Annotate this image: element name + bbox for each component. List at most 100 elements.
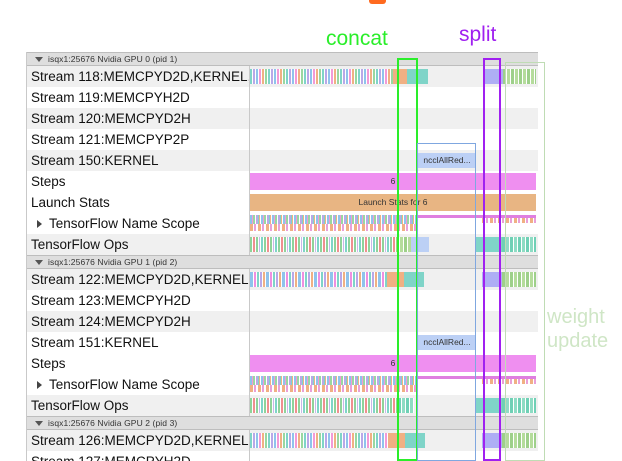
track-lane[interactable] bbox=[250, 66, 538, 87]
track-row-steps[interactable]: Steps 6 bbox=[27, 171, 538, 192]
group-header-gpu1[interactable]: isqx1:25676 Nvidia GPU 1 (pid 2) bbox=[27, 255, 538, 269]
track-lane[interactable]: Launch Stats for 6 bbox=[250, 192, 538, 213]
chevron-down-icon[interactable] bbox=[35, 420, 43, 426]
trace-viewer-panel[interactable]: isqx1:25676 Nvidia GPU 0 (pid 1) Stream … bbox=[26, 52, 538, 461]
chevron-down-icon[interactable] bbox=[35, 56, 43, 62]
track-row[interactable]: Stream 119:MEMCPYH2D bbox=[27, 87, 538, 108]
track-lane[interactable] bbox=[250, 129, 538, 150]
group-header-label: isqx1:25676 Nvidia GPU 0 (pid 1) bbox=[48, 54, 178, 64]
event-block-dense[interactable] bbox=[250, 433, 390, 448]
track-label[interactable]: TensorFlow Name Scope bbox=[27, 213, 250, 234]
event-block[interactable] bbox=[404, 272, 424, 287]
track-row[interactable]: Stream 124:MEMCPYD2H bbox=[27, 311, 538, 332]
track-lane[interactable]: 6 bbox=[250, 171, 538, 192]
event-block[interactable] bbox=[390, 433, 405, 448]
step-bar-label: 6 bbox=[390, 358, 396, 368]
track-row-tensorflow-ops[interactable]: TensorFlow Ops bbox=[27, 234, 538, 255]
track-label: Stream 151:KERNEL bbox=[27, 332, 250, 353]
event-block[interactable] bbox=[411, 237, 429, 252]
event-block-dense[interactable] bbox=[502, 398, 536, 413]
event-block-ncclallreduce[interactable] bbox=[418, 153, 476, 168]
chevron-down-icon[interactable] bbox=[35, 259, 43, 265]
event-block-dense[interactable] bbox=[502, 272, 536, 287]
track-row[interactable]: Stream 121:MEMCPYP2P bbox=[27, 129, 538, 150]
track-lane[interactable]: 6 bbox=[250, 353, 538, 374]
event-block-ncclallreduce[interactable] bbox=[418, 335, 476, 350]
track-lane[interactable] bbox=[250, 290, 538, 311]
track-label: Stream 120:MEMCPYD2H bbox=[27, 108, 250, 129]
event-block[interactable] bbox=[418, 376, 536, 379]
event-block-dense[interactable] bbox=[250, 385, 418, 392]
track-row[interactable]: Stream 150:KERNEL ncclAllRed... bbox=[27, 150, 538, 171]
launch-stats-bar-label: Launch Stats for 6 bbox=[358, 197, 428, 207]
track-label: Stream 121:MEMCPYP2P bbox=[27, 129, 250, 150]
event-block-dense[interactable] bbox=[250, 215, 418, 224]
track-row[interactable]: Stream 123:MEMCPYH2D bbox=[27, 290, 538, 311]
event-block-dense[interactable] bbox=[396, 237, 411, 252]
event-block-dense[interactable] bbox=[482, 379, 536, 384]
chevron-right-icon[interactable] bbox=[37, 220, 42, 228]
track-label-text: TensorFlow Name Scope bbox=[49, 216, 200, 231]
track-label[interactable]: TensorFlow Name Scope bbox=[27, 374, 250, 395]
track-lane[interactable] bbox=[250, 430, 538, 451]
track-lane[interactable] bbox=[250, 213, 538, 234]
event-block-dense[interactable] bbox=[250, 237, 396, 252]
event-block[interactable] bbox=[418, 215, 536, 218]
clipped-orange-marker bbox=[369, 0, 386, 4]
track-label-text: TensorFlow Name Scope bbox=[49, 377, 200, 392]
event-block-dense[interactable] bbox=[482, 218, 536, 223]
event-block-dense[interactable] bbox=[503, 69, 536, 84]
track-row-steps[interactable]: Steps 6 bbox=[27, 353, 538, 374]
event-block-dense[interactable] bbox=[398, 398, 414, 413]
track-lane[interactable] bbox=[250, 311, 538, 332]
track-lane[interactable]: ncclAllRed... bbox=[250, 332, 538, 353]
track-row[interactable]: Stream 126:MEMCPYD2D,KERNEL,MI bbox=[27, 430, 538, 451]
launch-stats-bar[interactable] bbox=[250, 194, 536, 211]
track-row-launch-stats[interactable]: Launch Stats Launch Stats for 6 bbox=[27, 192, 538, 213]
track-row[interactable]: Stream 127:MEMCPYH2D bbox=[27, 451, 538, 461]
event-block-dense[interactable] bbox=[250, 272, 387, 287]
event-block-dense[interactable] bbox=[502, 433, 536, 448]
step-bar[interactable] bbox=[250, 173, 536, 190]
track-lane[interactable] bbox=[250, 451, 538, 461]
annotation-split: split bbox=[459, 23, 497, 46]
event-block[interactable] bbox=[407, 69, 428, 84]
track-lane[interactable] bbox=[250, 108, 538, 129]
track-lane[interactable] bbox=[250, 87, 538, 108]
track-row[interactable]: Stream 118:MEMCPYD2D,KERNEL,ME bbox=[27, 66, 538, 87]
event-block-label: ncclAllRed... bbox=[423, 155, 471, 165]
event-block-dense[interactable] bbox=[250, 376, 418, 385]
track-row[interactable]: Stream 151:KERNEL ncclAllRed... bbox=[27, 332, 538, 353]
track-row-name-scope[interactable]: TensorFlow Name Scope bbox=[27, 213, 538, 234]
event-block[interactable] bbox=[482, 272, 502, 287]
event-block[interactable] bbox=[393, 69, 407, 84]
track-label: Stream 124:MEMCPYD2H bbox=[27, 311, 250, 332]
track-row-name-scope[interactable]: TensorFlow Name Scope bbox=[27, 374, 538, 395]
event-block[interactable] bbox=[405, 433, 425, 448]
track-row[interactable]: Stream 120:MEMCPYD2H bbox=[27, 108, 538, 129]
group-header-gpu2[interactable]: isqx1:25676 Nvidia GPU 2 (pid 3) bbox=[27, 416, 538, 430]
step-bar[interactable] bbox=[250, 355, 536, 372]
event-block-dense[interactable] bbox=[250, 224, 418, 231]
event-block-dense[interactable] bbox=[502, 237, 536, 252]
track-label: TensorFlow Ops bbox=[27, 234, 250, 255]
track-lane[interactable] bbox=[250, 234, 538, 255]
annotation-weight-update: weight update bbox=[547, 305, 622, 353]
track-lane[interactable] bbox=[250, 374, 538, 395]
track-row-tensorflow-ops[interactable]: TensorFlow Ops bbox=[27, 395, 538, 416]
track-lane[interactable]: ncclAllRed... bbox=[250, 150, 538, 171]
event-block[interactable] bbox=[483, 69, 503, 84]
group-header-gpu0[interactable]: isqx1:25676 Nvidia GPU 0 (pid 1) bbox=[27, 52, 538, 66]
track-row[interactable]: Stream 122:MEMCPYD2D,KERNEL,MI bbox=[27, 269, 538, 290]
chevron-right-icon[interactable] bbox=[37, 381, 42, 389]
track-lane[interactable] bbox=[250, 269, 538, 290]
track-lane[interactable] bbox=[250, 395, 538, 416]
event-block[interactable] bbox=[476, 398, 502, 413]
event-block[interactable] bbox=[387, 272, 404, 287]
event-block[interactable] bbox=[476, 237, 502, 252]
group-header-label: isqx1:25676 Nvidia GPU 1 (pid 2) bbox=[48, 257, 178, 267]
event-block[interactable] bbox=[482, 433, 502, 448]
event-block-dense[interactable] bbox=[250, 398, 398, 413]
track-label: Stream 126:MEMCPYD2D,KERNEL,MI bbox=[27, 430, 250, 451]
event-block-dense[interactable] bbox=[250, 69, 393, 84]
